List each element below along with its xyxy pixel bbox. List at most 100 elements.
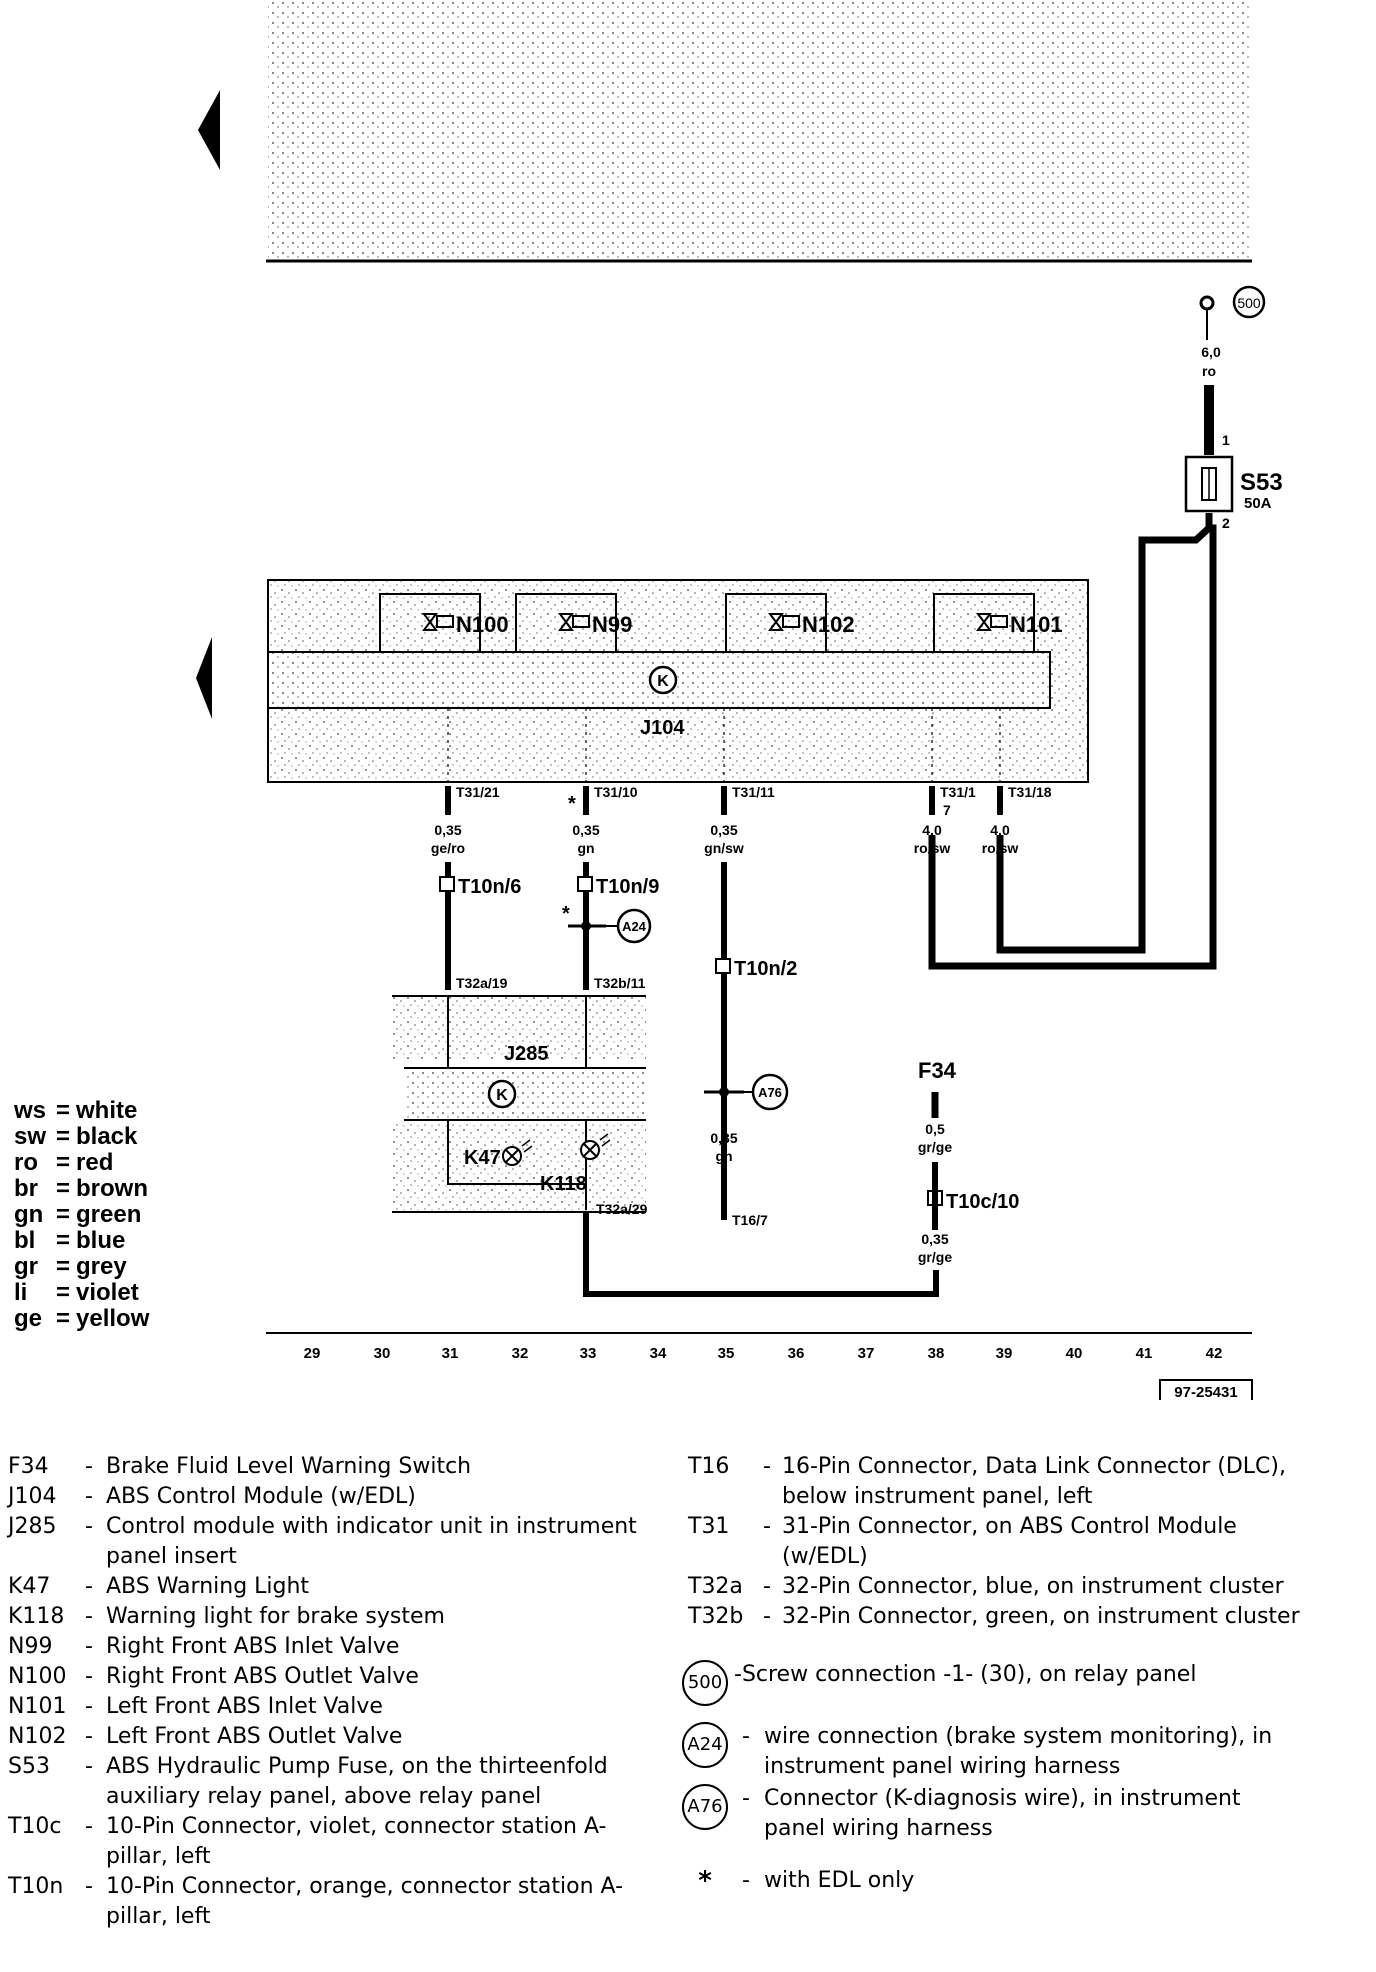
valve-icon: [422, 613, 454, 631]
component-desc: ABS Hydraulic Pump Fuse, on the thirteen…: [106, 1754, 608, 1809]
connector-icon: [715, 958, 731, 974]
valve-n102-label: N102: [802, 612, 855, 637]
brake-fluid-switch-circuit: F34 0,5 gr/ge 0,35 gr/ge: [583, 1058, 957, 1297]
component-code: K118: [8, 1604, 65, 1629]
k-symbol: K: [496, 1087, 508, 1104]
circle-a76-icon: A76: [682, 1784, 728, 1830]
wire-size: 4,0: [922, 822, 942, 838]
wire-color: ro/sw: [982, 840, 1019, 856]
lamp-icon: [580, 1133, 611, 1160]
list-item: K47-ABS Warning Light: [8, 1572, 646, 1602]
valve-icon: [768, 613, 800, 631]
component-desc: 32-Pin Connector, green, on instrument c…: [782, 1604, 1300, 1629]
legend-name: white: [76, 1097, 138, 1124]
circled-ref-a24: A24 - wire connection (brake system moni…: [682, 1722, 1284, 1782]
k-symbol: K: [657, 673, 669, 690]
wire-size: 0,5: [925, 1121, 945, 1137]
component-code: J285: [8, 1514, 57, 1539]
list-item: J104-ABS Control Module (w/EDL): [8, 1482, 646, 1512]
circle-500-icon: [1232, 285, 1266, 319]
scale-tick: 30: [374, 1345, 391, 1362]
fuse-pin-2: 2: [1222, 515, 1230, 531]
component-code: T31: [688, 1514, 730, 1539]
component-code: N100: [8, 1664, 67, 1689]
a24-label: A24: [622, 919, 647, 934]
wire-color: gr/ge: [918, 1139, 952, 1155]
wire-color: gn: [715, 1148, 732, 1164]
reference-number: 97-25431: [1174, 1384, 1237, 1400]
footnote: * - with EDL only: [682, 1866, 1284, 1896]
component-desc: 10-Pin Connector, orange, connector stat…: [106, 1874, 624, 1929]
legend-row: ro=red: [14, 1149, 114, 1176]
component-desc: wire connection (brake system monitoring…: [764, 1724, 1273, 1779]
circle-500-icon: 500: [682, 1660, 728, 1706]
circle-a76-icon: [751, 1073, 789, 1111]
component-desc: Connector (K-diagnosis wire), in instrum…: [764, 1786, 1241, 1841]
grid-scale: 29 30 31 32 33 34 35 36 37 38 39 40 41 4…: [266, 1332, 1253, 1400]
circle-500-label: 500: [1237, 295, 1261, 311]
wire-color: gr/ge: [918, 1249, 952, 1265]
wire-color: ro/sw: [914, 840, 951, 856]
connectors: T10n/6 T10n/9 T10n/2 T10c/10: [439, 876, 1019, 1213]
upper-component-block: [198, 0, 1252, 263]
legend-code: sw: [14, 1123, 47, 1150]
list-item: N99-Right Front ABS Inlet Valve: [8, 1632, 646, 1662]
fuse-label: S53: [1240, 469, 1283, 496]
lamp-k47-label: K47: [464, 1147, 501, 1169]
circle-a24-icon: A24: [682, 1722, 728, 1768]
fuse-pin-1: 1: [1222, 432, 1230, 448]
top-wire-size: 6,0: [1201, 344, 1221, 360]
footnote-desc: with EDL only: [764, 1868, 915, 1893]
legend-name: brown: [76, 1175, 148, 1202]
list-item: F34-Brake Fluid Level Warning Switch: [8, 1452, 646, 1482]
list-item: N101-Left Front ABS Inlet Valve: [8, 1692, 646, 1722]
asterisk-label: *: [568, 793, 576, 815]
scale-tick: 41: [1136, 1345, 1153, 1362]
connector-label: T10n/6: [458, 876, 521, 898]
component-desc: Right Front ABS Outlet Valve: [106, 1664, 419, 1689]
reference-box: [1159, 1379, 1253, 1400]
valve-icon: [976, 613, 1008, 631]
valve-n101-label: N101: [1010, 612, 1063, 637]
list-item: T10n-10-Pin Connector, orange, connector…: [8, 1872, 646, 1932]
component-desc: ABS Control Module (w/EDL): [106, 1484, 416, 1509]
component-desc: Left Front ABS Inlet Valve: [106, 1694, 383, 1719]
lamp-k118-label: K118: [540, 1173, 587, 1195]
legend-row: li=violet: [14, 1279, 139, 1306]
component-list-right: T16-16-Pin Connector, Data Link Connecto…: [688, 1452, 1322, 1632]
legend-code: ge: [14, 1305, 43, 1332]
component-desc: 16-Pin Connector, Data Link Connector (D…: [782, 1454, 1286, 1509]
component-desc: -Screw connection -1- (30), on relay pan…: [734, 1662, 1197, 1687]
wire-size: 0,35: [572, 822, 599, 838]
list-item: J285-Control module with indicator unit …: [8, 1512, 646, 1572]
legend-row: sw=black: [14, 1123, 138, 1150]
instrument-cluster-module: J285 K K47 K118 T32a/19 T32b/11 T32a/29: [392, 975, 648, 1217]
component-desc: Control module with indicator unit in in…: [106, 1514, 637, 1569]
legend-row: ws=white: [14, 1097, 138, 1124]
component-code: T32a: [688, 1574, 743, 1599]
component-desc: ABS Warning Light: [106, 1574, 310, 1599]
list-item: T10c-10-Pin Connector, violet, connector…: [8, 1812, 646, 1872]
wire-size: 0,35: [921, 1231, 948, 1247]
pin-label: T32a/29: [596, 1201, 648, 1217]
legend-name: blue: [76, 1227, 126, 1254]
wiring-diagram: 500 6,0 ro 1 S53 50A 2: [196, 0, 1283, 1400]
pin-label: T16/7: [732, 1212, 768, 1228]
list-item: N102-Left Front ABS Outlet Valve: [8, 1722, 646, 1752]
legend-row: gn=green: [14, 1201, 142, 1228]
asterisk-label: *: [562, 903, 570, 925]
continuation-arrow: [198, 90, 220, 170]
color-legend: ws=white sw=black ro=red br=brown gn=gre…: [14, 1098, 149, 1332]
scale-tick: 39: [996, 1345, 1013, 1362]
k-diagnosis-icon: [648, 665, 678, 695]
wire-size: 0,35: [710, 1130, 737, 1146]
component-code: N99: [8, 1634, 53, 1659]
top-wire-color: ro: [1202, 363, 1216, 379]
legend-name: violet: [76, 1279, 139, 1306]
list-item: T32b-32-Pin Connector, green, on instrum…: [688, 1602, 1322, 1632]
pin-label: T31/10: [594, 784, 638, 800]
junction-a24: * A24: [562, 903, 652, 944]
component-code: F34: [8, 1454, 49, 1479]
wire-size: 0,35: [434, 822, 461, 838]
pin-label: T31/1: [940, 784, 976, 800]
